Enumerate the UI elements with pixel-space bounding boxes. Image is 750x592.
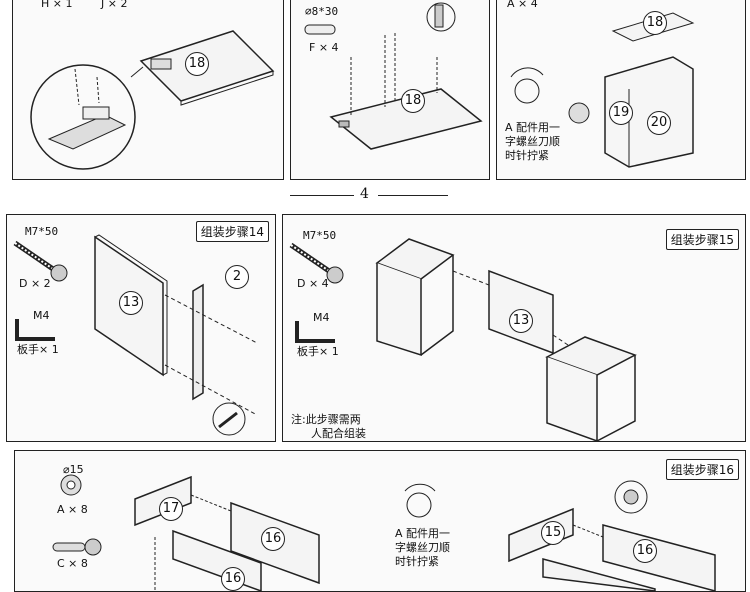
board-number-16: 16 [221, 567, 245, 591]
page-rule-left [290, 195, 354, 196]
top1-part-j: J × 2 [101, 0, 128, 10]
step16-illustration [52, 474, 716, 591]
board-number-18: 18 [185, 52, 209, 76]
step15-screw-label: M7*50 [303, 229, 337, 242]
step16-note-line1: A 配件用一 [395, 527, 451, 540]
board-number-20: 20 [647, 111, 671, 135]
top2-qty-label: F × 4 [309, 41, 339, 54]
step15-screw-qty: D × 4 [297, 277, 329, 290]
step14-panel: 组装步骤14 M7*50 D × 2 M4 板手× 1 13 2 [6, 214, 276, 442]
board-number-17: 17 [159, 497, 183, 521]
top3-note-line3: 时针拧紧 [505, 149, 549, 162]
page-rule-right [378, 195, 448, 196]
board-number-18: 18 [401, 89, 425, 113]
step14-illustration [13, 234, 258, 436]
top-panel-1-illustration [30, 30, 275, 170]
board-number-13: 13 [509, 309, 533, 333]
board-number-15: 15 [541, 521, 565, 545]
board-number-13: 13 [119, 291, 143, 315]
top3-note-line2: 字螺丝刀顺 [505, 135, 560, 148]
top3-note-line1: A 配件用一 [505, 121, 561, 134]
board-number-2: 2 [225, 265, 249, 289]
step15-panel: 组装步骤15 M7*50 D × 4 M4 板手× 1 注:此步骤需两 人配合组… [282, 214, 746, 442]
board-number-19: 19 [609, 101, 633, 125]
step14-screw-label: M7*50 [25, 225, 59, 238]
step16-note-line3: 时针拧紧 [395, 555, 439, 568]
top-panel-3-illustration [510, 12, 695, 168]
step16-cam-size: ⌀15 [63, 463, 84, 476]
board-number-16: 16 [633, 539, 657, 563]
top-panel-1: H × 1 J × 2 18 [12, 0, 284, 180]
step15-title: 组装步骤15 [665, 229, 739, 250]
step14-wrench-size: M4 [33, 309, 50, 322]
step14-title: 组装步骤14 [195, 221, 269, 242]
top-panel-3: A × 4 18 19 20 A 配件用一 字螺丝刀顺 时针拧紧 [496, 0, 746, 180]
top-panel-2: ⌀8*30 F × 4 18 [290, 0, 490, 180]
step14-wrench-label: 板手× 1 [17, 343, 59, 356]
top2-size-label: ⌀8*30 [305, 5, 339, 18]
board-number-16: 16 [261, 527, 285, 551]
step15-note-line1: 注:此步骤需两 [291, 413, 361, 426]
page-number: 4 [360, 186, 369, 202]
step15-note-line2: 人配合组装 [311, 427, 366, 440]
board-number-18: 18 [643, 11, 667, 35]
step16-cam-qty: A × 8 [57, 503, 88, 516]
top-panel-2-illustration [304, 2, 483, 150]
step16-note-line2: 字螺丝刀顺 [395, 541, 450, 554]
step16-panel: 组装步骤16 ⌀15 A × 8 C × 8 A 配件用一 字螺丝刀顺 时针拧紧… [14, 450, 746, 592]
step15-wrench-size: M4 [313, 311, 330, 324]
step14-screw-qty: D × 2 [19, 277, 51, 290]
step16-title: 组装步骤16 [665, 459, 739, 480]
top1-part-h: H × 1 [41, 0, 73, 10]
step16-dowel-qty: C × 8 [57, 557, 88, 570]
top3-qty-label: A × 4 [507, 0, 538, 10]
step15-wrench-label: 板手× 1 [297, 345, 339, 358]
